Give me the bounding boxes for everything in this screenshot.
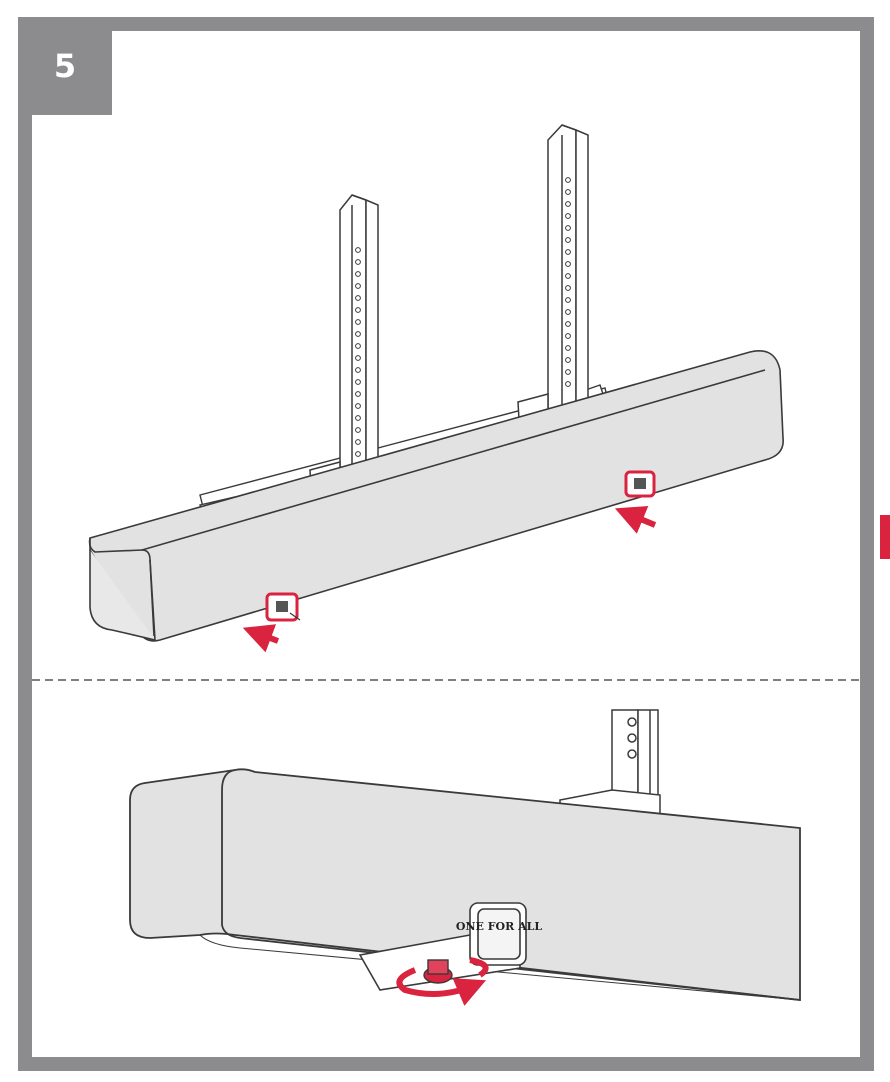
top-view	[88, 124, 784, 653]
logo-text: ONE FOR ALL	[456, 920, 542, 933]
push-arrow-icon	[614, 506, 657, 534]
right-vertical-bracket	[517, 124, 589, 438]
right-latch	[624, 470, 656, 498]
step-number-badge: 5	[18, 17, 112, 115]
left-vertical-bracket	[309, 194, 379, 506]
step-number: 5	[53, 47, 77, 85]
push-arrow-icon	[242, 624, 280, 653]
detail-soundbar	[129, 768, 801, 1002]
detail-view: ONE FOR ALL	[129, 709, 801, 1006]
soundbar	[88, 350, 784, 642]
logo-icon: ONE FOR ALL	[456, 920, 542, 933]
detail-vertical-bracket	[559, 709, 661, 821]
left-latch	[265, 592, 301, 622]
knob	[423, 959, 453, 984]
rotate-arrow-icon	[396, 957, 489, 1006]
side-tab-marker	[880, 515, 890, 559]
